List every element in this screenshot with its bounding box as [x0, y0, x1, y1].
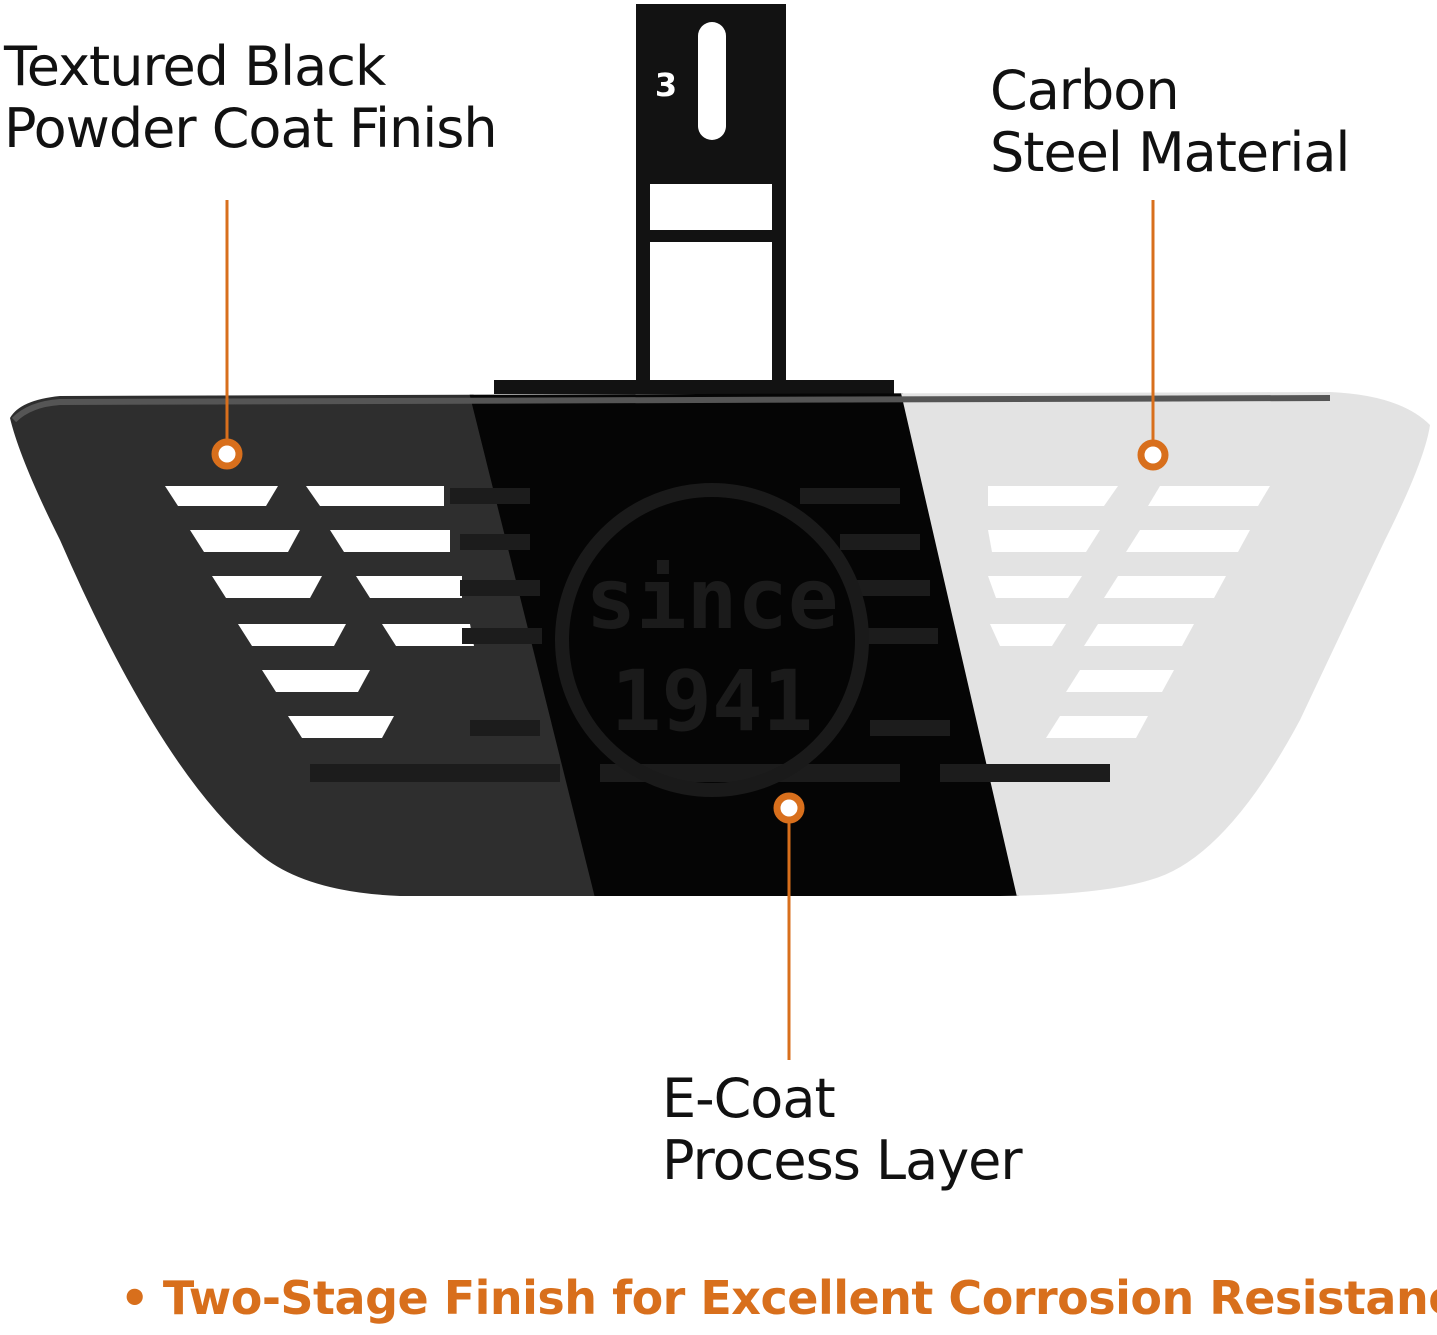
callout-powder-coat-pointer	[211, 200, 243, 470]
callout-marker-icon	[1137, 439, 1169, 471]
callout-powder-coat-line2: Powder Coat Finish	[4, 97, 498, 160]
bullet-icon: •	[120, 1271, 149, 1325]
callout-e-coat-pointer	[773, 792, 805, 1060]
since-1941-emblem: since 1941	[555, 483, 869, 797]
emblem-text-since: since	[586, 550, 839, 648]
callout-carbon-steel: Carbon Steel Material	[990, 59, 1350, 184]
callout-carbon-steel-pointer	[1137, 200, 1169, 471]
callout-e-coat-line1: E-Coat	[662, 1067, 836, 1130]
callout-e-coat-line2: Process Layer	[662, 1129, 1023, 1192]
footer-tagline: •Two-Stage Finish for Excellent Corrosio…	[120, 1270, 1437, 1326]
emblem-text-year: 1941	[611, 652, 813, 750]
footer-text: Two-Stage Finish for Excellent Corrosion…	[162, 1271, 1437, 1325]
callout-e-coat: E-Coat Process Layer	[662, 1067, 1023, 1192]
hitch-bracket: 3	[494, 4, 894, 394]
step-body: since 1941	[10, 392, 1430, 896]
callout-carbon-steel-line2: Steel Material	[990, 121, 1350, 184]
bracket-number: 3	[655, 66, 677, 104]
callout-powder-coat-line1: Textured Black	[4, 35, 386, 98]
callout-carbon-steel-line1: Carbon	[990, 59, 1180, 122]
callout-marker-icon	[211, 438, 243, 470]
callout-marker-icon	[773, 792, 805, 824]
callout-powder-coat: Textured Black Powder Coat Finish	[4, 35, 498, 160]
